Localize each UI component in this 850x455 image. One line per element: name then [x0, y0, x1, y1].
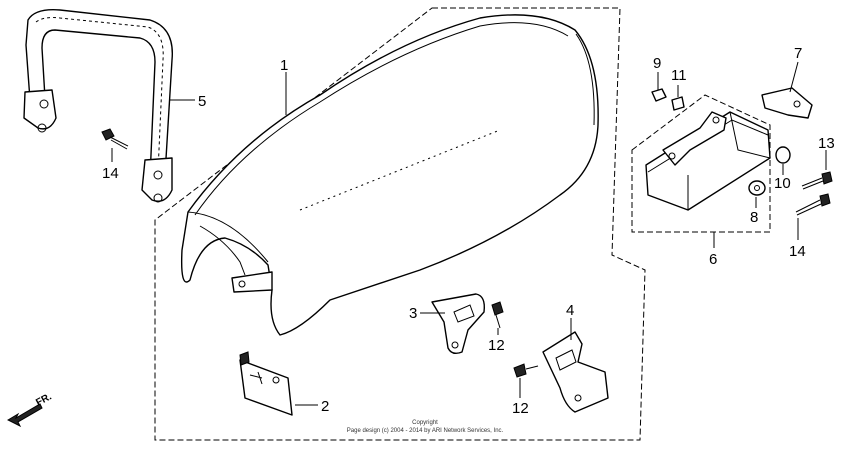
callout-3: 3: [409, 305, 417, 322]
callout-14-left: 14: [102, 165, 119, 182]
nut-9[interactable]: [651, 88, 667, 102]
seat-assembly-boundary: [154, 7, 646, 441]
callout-13: 13: [818, 135, 835, 152]
copyright-line-1: Copyright: [412, 420, 438, 426]
seat-plate-2[interactable]: [239, 351, 293, 416]
washer-8[interactable]: [748, 180, 766, 196]
callout-10: 10: [774, 175, 791, 192]
tool-case-stay-7[interactable]: [761, 87, 813, 119]
callout-12-lower: 12: [512, 400, 529, 417]
direction-label: FR.: [34, 391, 54, 408]
copyright-line-2: Page design (c) 2004 - 2014 by ARI Netwo…: [347, 428, 504, 434]
callout-2: 2: [321, 398, 329, 415]
cushion-10[interactable]: [775, 146, 791, 164]
callout-14-right: 14: [789, 243, 806, 260]
seat-bracket-4[interactable]: [542, 331, 609, 413]
leader-lines: [111, 61, 827, 406]
callout-1: 1: [280, 57, 288, 74]
bolt-14-right[interactable]: [795, 193, 831, 216]
callout-6: 6: [709, 251, 717, 268]
callout-5: 5: [198, 93, 206, 110]
grab-rail[interactable]: [23, 9, 174, 203]
nut-11[interactable]: [671, 96, 685, 111]
bolt-14-left[interactable]: [101, 128, 129, 150]
tool-case[interactable]: [645, 111, 771, 211]
callout-7: 7: [794, 45, 802, 62]
callout-8: 8: [750, 209, 758, 226]
callout-4: 4: [566, 302, 574, 319]
callout-11: 11: [671, 67, 687, 84]
front-direction-arrow: FR.: [6, 391, 54, 428]
seat[interactable]: [180, 14, 599, 336]
seat-bracket-3[interactable]: [431, 293, 486, 355]
callout-9: 9: [653, 55, 661, 72]
bolt-13[interactable]: [801, 171, 833, 190]
bolt-12-lower[interactable]: [513, 363, 539, 378]
bolt-12-upper[interactable]: [491, 301, 504, 329]
tool-case-boundary: [631, 94, 771, 233]
callout-12-upper: 12: [488, 337, 505, 354]
